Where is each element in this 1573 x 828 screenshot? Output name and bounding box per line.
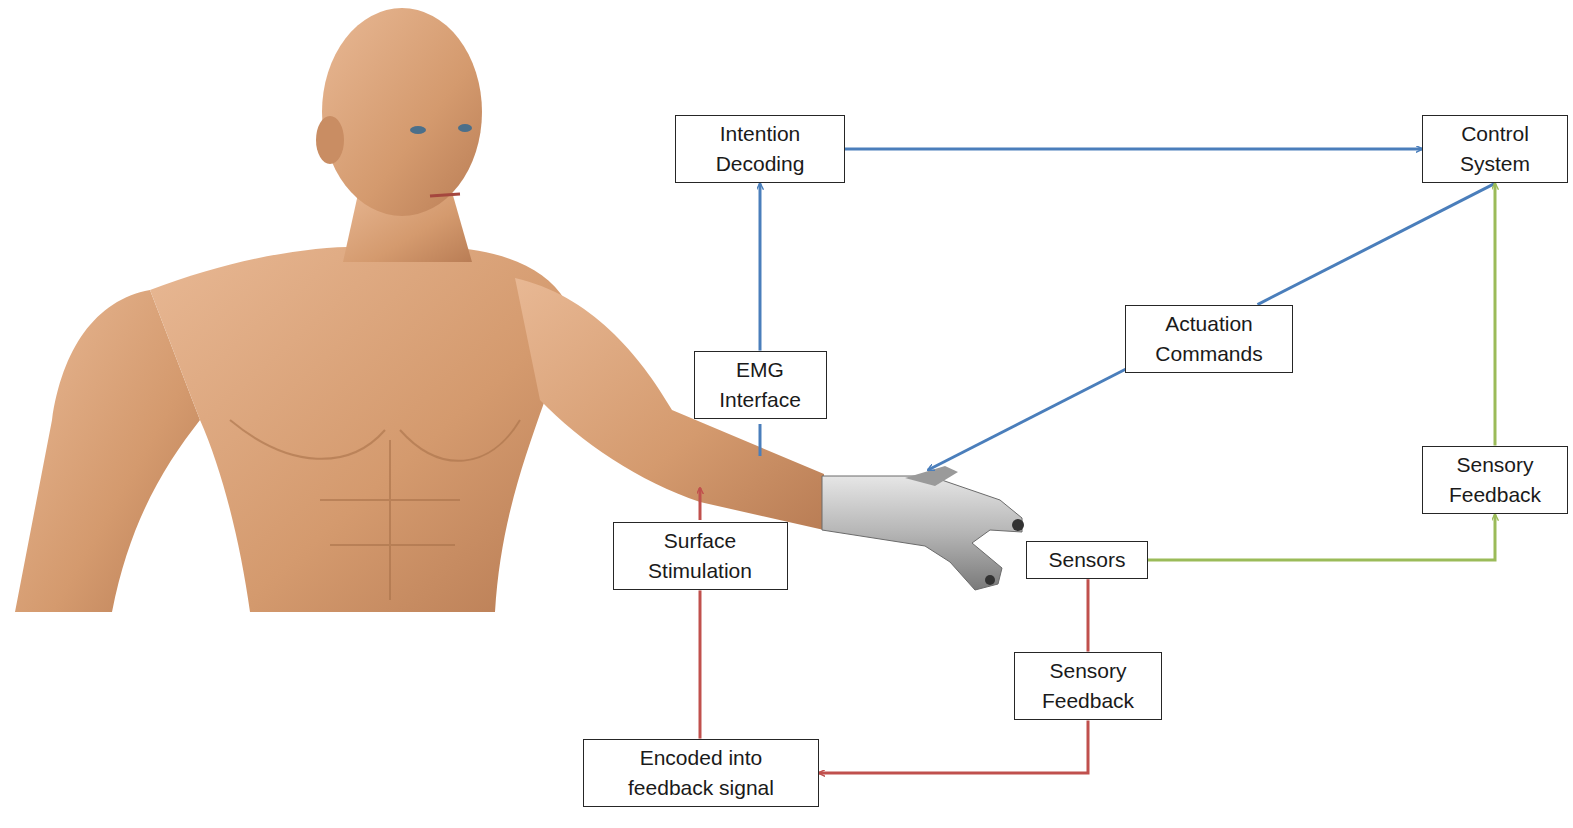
eye — [458, 124, 472, 132]
connector-arrow — [845, 148, 1422, 151]
actuation-arrow — [928, 369, 1126, 470]
box-label: Actuation Commands — [1138, 309, 1280, 370]
torso — [150, 247, 565, 612]
connector-arrow — [759, 183, 762, 350]
process-box: Sensory Feedback — [1014, 652, 1162, 721]
connector-arrow — [1087, 579, 1090, 651]
connector-arrow — [1494, 183, 1497, 445]
process-box: EMG Interface — [694, 351, 827, 420]
head — [322, 8, 482, 216]
eye — [410, 126, 426, 134]
fingertip — [985, 575, 995, 585]
box-label: Encoded into feedback signal — [596, 743, 806, 804]
connector-arrow — [1148, 514, 1495, 560]
connector-arrow — [819, 720, 1088, 773]
chest-lines — [230, 420, 520, 600]
process-box: Sensory Feedback — [1422, 446, 1568, 515]
connector-arrow — [1258, 183, 1496, 304]
prosthetic-hand — [822, 476, 1022, 590]
ear — [316, 116, 344, 164]
process-box: Sensors — [1026, 541, 1148, 579]
stimulation-arrow — [699, 488, 702, 520]
process-box: Intention Decoding — [675, 115, 845, 184]
box-label: Sensors — [1039, 545, 1135, 575]
process-box: Control System — [1422, 115, 1568, 184]
emg-leader-line — [759, 424, 762, 456]
box-label: Control System — [1435, 119, 1555, 180]
process-box: Actuation Commands — [1125, 305, 1293, 374]
process-box: Encoded into feedback signal — [583, 739, 819, 808]
box-label: Intention Decoding — [688, 119, 832, 180]
process-box: Surface Stimulation — [613, 522, 788, 591]
box-label: EMG Interface — [707, 355, 814, 416]
right-arm — [515, 278, 824, 530]
box-label: Sensory Feedback — [1027, 656, 1149, 717]
mouth — [430, 194, 460, 196]
box-label: Surface Stimulation — [626, 526, 775, 587]
connector-arrow — [699, 590, 702, 738]
box-label: Sensory Feedback — [1435, 450, 1555, 511]
fingertip — [1012, 519, 1024, 531]
